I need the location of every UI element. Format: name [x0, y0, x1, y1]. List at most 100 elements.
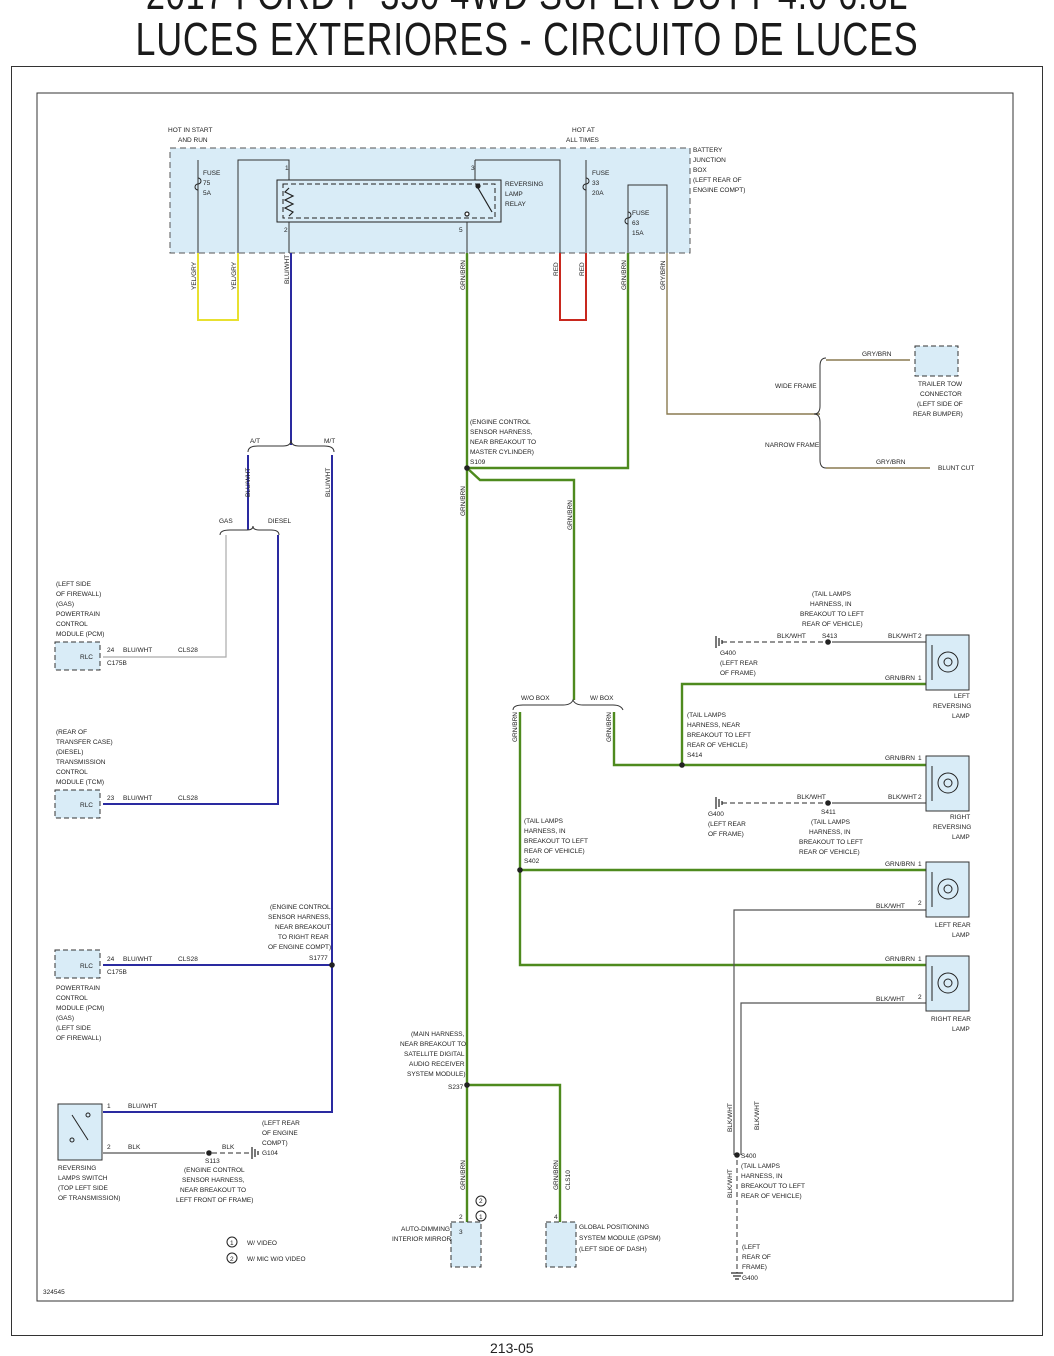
- lt-pin1: 1: [918, 861, 922, 868]
- s1777-desc-3: NEAR BREAKOUT: [275, 924, 331, 931]
- ground-symbols: [251, 636, 743, 1280]
- trailer-3: (LEFT SIDE OF: [917, 401, 963, 408]
- bjb-label-2: JUNCTION: [693, 157, 726, 164]
- reversing-lamp-relay: [276, 179, 502, 223]
- g400-3: G400: [742, 1275, 758, 1282]
- blunt-cut: BLUNT CUT: [938, 465, 974, 472]
- wire-blue: [103, 253, 333, 1113]
- wire-label-blu2: BLU/WHT: [245, 468, 252, 497]
- tcm-5: CONTROL: [56, 769, 88, 776]
- s109-desc-3: NEAR BREAKOUT TO: [470, 439, 536, 446]
- wire-label-blu3: BLU/WHT: [325, 468, 332, 497]
- pin-2: 2: [284, 227, 288, 234]
- pcm-top-1: (LEFT SIDE: [56, 581, 92, 588]
- lamp-rr-2: REVERSING: [933, 824, 971, 831]
- pcm-top-3: (GAS): [56, 601, 74, 608]
- g400-3-desc3: FRAME): [742, 1264, 767, 1271]
- diagram-labels: HOT IN START AND RUN HOT AT ALL TIMES BA…: [43, 127, 974, 1296]
- relay-switch: [464, 183, 493, 217]
- wire-label-blu7: BLU/WHT: [128, 1103, 157, 1110]
- wire-label-bkw7: BLK/WHT: [727, 1103, 734, 1132]
- s414-desc-1: (TAIL LAMPS: [687, 712, 727, 719]
- s113-3: SENSOR HARNESS,: [182, 1177, 245, 1184]
- relay-2: LAMP: [505, 191, 523, 198]
- s411-2: (TAIL LAMPS: [811, 819, 851, 826]
- g400-1-desc2: OF FRAME): [720, 670, 756, 677]
- g400-2: G400: [708, 811, 724, 818]
- trailer-4: REAR BUMPER): [913, 411, 963, 418]
- legend-num-1: 1: [230, 1240, 234, 1247]
- s414-label: S414: [687, 752, 703, 759]
- bjb-label-4: (LEFT REAR OF: [693, 177, 742, 184]
- wire-label-red2: RED: [579, 262, 586, 276]
- s413-desc-4: REAR OF VEHICLE): [802, 621, 863, 628]
- fuse63-a: FUSE: [632, 210, 650, 217]
- s400-2: (TAIL LAMPS: [741, 1163, 781, 1170]
- fuse63-b: 63: [632, 220, 640, 227]
- wire-label-gry: GRY/BRN: [660, 260, 667, 290]
- fuse63-c: 15A: [632, 230, 644, 237]
- component-boxes: [54, 345, 959, 1268]
- pin-1: 1: [285, 165, 289, 172]
- wire-label-bkw3: BLK/WHT: [797, 794, 826, 801]
- wire-green: [465, 253, 926, 1222]
- g400-2-desc2: OF FRAME): [708, 831, 744, 838]
- wire-label-gry2: GRY/BRN: [862, 351, 892, 358]
- s400-1: S400: [741, 1153, 757, 1160]
- s402-desc-2: HARNESS, IN: [524, 828, 566, 835]
- wire-label-blu4: BLU/WHT: [123, 647, 152, 654]
- diagram-id: 324545: [43, 1289, 65, 1296]
- s1777-desc-2: SENSOR HARNESS,: [268, 914, 331, 921]
- legend-num-1a: 1: [479, 1214, 483, 1221]
- s1777-desc-4: TO RIGHT REAR: [278, 934, 329, 941]
- wire-label-blk1: BLK: [128, 1144, 141, 1151]
- switch-4: OF TRANSMISSION): [58, 1195, 120, 1202]
- lamp-lr-3: LAMP: [952, 713, 970, 720]
- pin24-1: 24: [107, 647, 115, 654]
- pin-3: 3: [471, 165, 475, 172]
- mirror-2: INTERIOR MIRROR: [392, 1236, 452, 1243]
- pcm-bot-1: POWERTRAIN: [56, 985, 100, 992]
- wire-label-bkw8: BLK/WHT: [754, 1101, 761, 1130]
- relay-inner: [282, 183, 496, 219]
- s402-desc-1: (TAIL LAMPS: [524, 818, 564, 825]
- wire-label-grn4: GRN/BRN: [567, 500, 574, 530]
- wire-label-blu6: BLU/WHT: [123, 956, 152, 963]
- switch-1: REVERSING: [58, 1165, 96, 1172]
- lamp-lr-2: REVERSING: [933, 703, 971, 710]
- w-box: W/ BOX: [590, 695, 614, 702]
- cls28-3: CLS28: [178, 956, 198, 963]
- s109-label: S109: [470, 459, 486, 466]
- wire-label-grn8: GRN/BRN: [606, 712, 613, 742]
- wire-label-grn3: GRN/BRN: [460, 486, 467, 516]
- pin24-2: 24: [107, 956, 115, 963]
- s1777-desc-5: OF ENGINE COMPT): [268, 944, 331, 951]
- g400-2-desc1: (LEFT REAR: [708, 821, 746, 828]
- wire-label-blk2: BLK: [222, 1144, 235, 1151]
- tcm-1: (REAR OF: [56, 729, 87, 736]
- tcm-3: (DIESEL): [56, 749, 83, 756]
- mirror-pin2: 2: [459, 1214, 463, 1221]
- wire-red: [559, 253, 587, 321]
- s400-4: BREAKOUT TO LEFT: [741, 1183, 805, 1190]
- mirror-pin3: 3: [459, 1229, 463, 1236]
- branch-braces: [219, 357, 827, 711]
- label-diesel: DIESEL: [268, 518, 292, 525]
- lamp-lt-1: LEFT REAR: [935, 922, 971, 929]
- s411-4: BREAKOUT TO LEFT: [799, 839, 863, 846]
- gpsm-pin4: 4: [554, 1214, 558, 1221]
- title-area: 2017 FORD F-350 4WD SUPER DUTY 4.0 6.8L …: [0, 0, 1054, 66]
- gpsm-1: GLOBAL POSITIONING: [579, 1224, 649, 1231]
- wire-label-blu5: BLU/WHT: [123, 795, 152, 802]
- wire-gray: [103, 535, 227, 658]
- lamp-rr-3: LAMP: [952, 834, 970, 841]
- label-at: A/T: [250, 438, 260, 445]
- s413-label: S413: [822, 633, 838, 640]
- s237-desc-2: NEAR BREAKOUT TO: [400, 1041, 466, 1048]
- relay-3: RELAY: [505, 201, 526, 208]
- pcm-bot-4: (GAS): [56, 1015, 74, 1022]
- tcm-2: TRANSFER CASE): [56, 739, 113, 746]
- s413-desc-1: (TAIL LAMPS: [812, 591, 852, 598]
- wire-yellow: [197, 253, 239, 321]
